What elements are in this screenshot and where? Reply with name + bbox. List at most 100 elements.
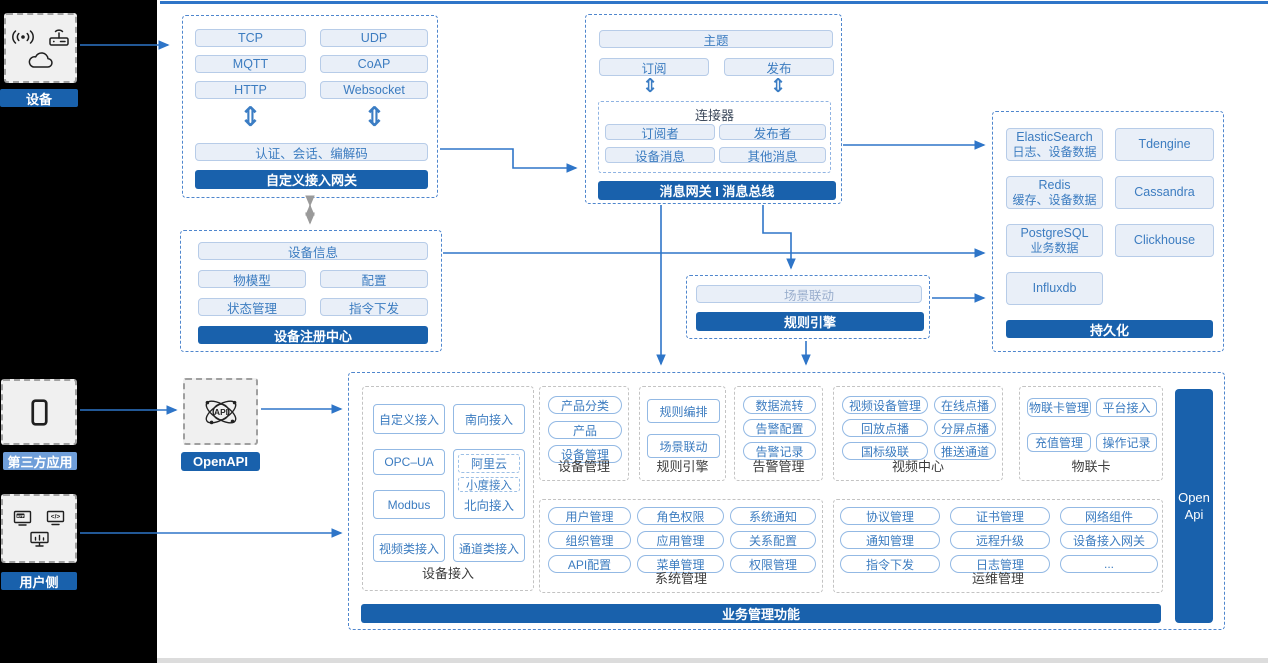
access-chip: Modbus	[373, 490, 445, 519]
user-side-icon-box: APP </>	[1, 494, 77, 563]
protocol-chip: MQTT	[195, 55, 306, 73]
feature-chip: 系统通知	[730, 507, 816, 525]
api-network-icon: API	[198, 389, 244, 435]
datastore-sub: 业务数据	[1030, 240, 1079, 255]
business-box: 自定义接入 南向接入 OPC–UA Modbus 阿里云 小度接入 北向接入 视…	[348, 372, 1225, 630]
svg-text:</>: </>	[51, 513, 61, 520]
feature-chip: 用户管理	[548, 507, 631, 525]
open-api-bar-line: Open	[1178, 490, 1210, 505]
updown-arrow-icon: ⇕	[239, 102, 262, 132]
feature-chip: 视频设备管理	[842, 396, 928, 414]
section-device-mgmt: 产品分类 产品 设备管理 设备管理	[539, 386, 629, 481]
datastore-name: Tdengine	[1138, 137, 1191, 151]
feature-chip: 应用管理	[637, 531, 724, 549]
section-title: 设备管理	[557, 459, 610, 474]
datastore-name: Clickhouse	[1133, 233, 1196, 247]
datastore-sub: 日志、设备数据	[1012, 144, 1097, 159]
connector-chip: 发布者	[719, 124, 826, 140]
north-access-group: 阿里云 小度接入 北向接入	[453, 449, 525, 519]
feature-chip: 数据流转	[743, 396, 816, 414]
feature-chip: 告警配置	[743, 419, 816, 437]
arrow-gateway-to-connector	[440, 148, 578, 173]
protocol-chip: CoAP	[320, 55, 428, 73]
feature-chip: 网络组件	[1060, 507, 1158, 525]
protocol-chip: Websocket	[320, 81, 428, 99]
feature-chip: 场景联动	[647, 434, 720, 458]
section-title: 物联卡	[1071, 459, 1111, 474]
cloud-icon	[27, 51, 55, 69]
section-title: 系统管理	[654, 571, 707, 586]
protocol-chip: TCP	[195, 29, 306, 47]
section-alarm-mgmt: 数据流转 告警配置 告警记录 告警管理	[734, 386, 823, 481]
arrow-bus-to-rule-engine	[762, 205, 796, 270]
feature-chip: 在线点播	[934, 396, 996, 414]
openapi-icon-box: API	[183, 378, 258, 445]
datastore-name: PostgreSQL	[1020, 225, 1089, 240]
datastore-chip: PostgreSQL 业务数据	[1006, 224, 1103, 257]
feature-chip: 分屏点播	[934, 419, 996, 437]
connector-title: 连接器	[694, 108, 734, 123]
datastore-chip: Influxdb	[1006, 272, 1103, 305]
section-title: 告警管理	[752, 459, 805, 474]
updown-arrow-icon: ⇕	[642, 76, 658, 97]
datastore-chip: ElasticSearch 日志、设备数据	[1006, 128, 1103, 161]
feature-chip: 日志管理	[950, 555, 1050, 573]
custom-gateway-box: TCP UDP MQTT CoAP HTTP Websocket ⇕ ⇕ 认证、…	[182, 15, 438, 198]
signal-icon	[11, 28, 35, 46]
feature-chip: 指令下发	[840, 555, 940, 573]
router-icon	[47, 28, 71, 47]
topic-chip: 主题	[599, 30, 833, 48]
feature-chip: API配置	[548, 555, 631, 573]
section-iot-card: 物联卡管理 平台接入 充值管理 操作记录 物联卡	[1019, 386, 1163, 481]
feature-chip: 物联卡管理	[1027, 398, 1091, 417]
datastore-sub: 缓存、设备数据	[1012, 192, 1097, 207]
section-ops-mgmt: 协议管理 证书管理 网络组件 通知管理 远程升级 设备接入网关 指令下发 日志管…	[833, 499, 1163, 593]
datastore-chip: Cassandra	[1115, 176, 1214, 209]
feature-chip: 规则编排	[647, 399, 720, 423]
section-rule-engine: 规则编排 场景联动 规则引擎	[639, 386, 726, 481]
feature-chip: 告警记录	[743, 442, 816, 460]
feature-chip: 关系配置	[730, 531, 816, 549]
device-registry-box: 设备信息 物模型 配置 状态管理 指令下发 设备注册中心	[180, 230, 442, 352]
chart-monitor-icon	[29, 531, 50, 548]
feature-chip: 证书管理	[950, 507, 1050, 525]
feature-chip: 国标级联	[842, 442, 928, 460]
svg-text:APP: APP	[17, 514, 25, 518]
device-registry-title-bar: 设备注册中心	[198, 326, 428, 344]
message-bus-box: 主题 订阅 发布 ⇕ ⇕ 连接器 订阅者 发布者 设备消息 其他消息 消息网关 …	[585, 14, 842, 204]
code-icon: </>	[46, 510, 65, 526]
devices-icon-box	[4, 13, 77, 83]
subscribe-chip: 订阅	[599, 58, 709, 76]
persistence-title-bar: 持久化	[1006, 320, 1213, 338]
access-chip: 视频类接入	[373, 534, 445, 562]
connector-chip: 设备消息	[605, 147, 715, 163]
section-title: 视频中心	[891, 459, 944, 474]
feature-chip: 设备接入网关	[1060, 531, 1158, 549]
business-footer-bar: 业务管理功能	[361, 604, 1161, 623]
connector-box: 连接器 订阅者 发布者 设备消息 其他消息	[598, 101, 831, 173]
registry-chip: 指令下发	[320, 298, 428, 316]
rule-engine-box: 场景联动 规则引擎	[686, 275, 930, 339]
section-title: 设备接入	[421, 566, 474, 581]
datastore-chip: Clickhouse	[1115, 224, 1214, 257]
open-api-vertical-bar: Open Api	[1175, 389, 1213, 623]
app-icon: APP	[13, 510, 32, 526]
feature-chip: 产品分类	[548, 396, 622, 414]
feature-chip: 回放点播	[842, 419, 928, 437]
bottom-strip	[157, 658, 1268, 663]
updown-arrow-icon: ⇕	[363, 102, 386, 132]
top-accent-line	[160, 1, 1268, 4]
registry-chip: 物模型	[198, 270, 306, 288]
section-device-access: 自定义接入 南向接入 OPC–UA Modbus 阿里云 小度接入 北向接入 视…	[362, 386, 534, 591]
rule-engine-title-bar: 规则引擎	[696, 312, 924, 331]
access-chip: OPC–UA	[373, 449, 445, 475]
protocol-chip: UDP	[320, 29, 428, 47]
message-bus-title-bar: 消息网关 I 消息总线	[598, 181, 836, 200]
north-access-subchip: 阿里云	[458, 454, 520, 473]
datastore-name: Cassandra	[1134, 185, 1195, 199]
feature-chip: 远程升级	[950, 531, 1050, 549]
registry-chip: 设备信息	[198, 242, 428, 260]
registry-chip: 状态管理	[198, 298, 306, 316]
session-chip: 认证、会话、编解码	[195, 143, 428, 161]
datastore-chip: Redis 缓存、设备数据	[1006, 176, 1103, 209]
